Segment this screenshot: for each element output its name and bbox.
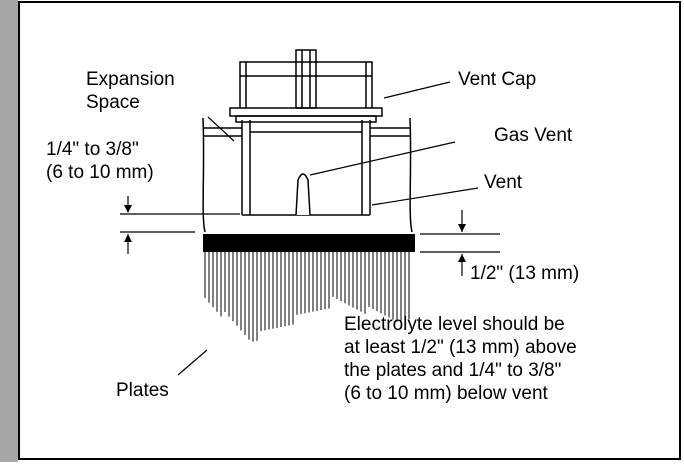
note-line-2: at least 1/2" (13 mm) above [344,337,577,358]
vent-cap [229,49,383,123]
vent-label: Vent [484,172,523,193]
note-line-4: (6 to 10 mm) below vent [344,383,549,404]
gap-label-1: 1/4" to 3/8" [46,139,139,160]
note-line-3: the plates and 1/4" to 3/8" [344,360,561,381]
level-arrow-up [458,254,466,262]
gap-arrow-down [124,205,132,213]
gap-arrow-up [124,234,132,242]
level-arrow-down [458,224,466,232]
level-dimension-label: 1/2" (13 mm) [470,263,579,284]
expansion-space-label-1: Expansion [86,69,175,90]
side-bar [0,0,18,462]
expansion-space-label-2: Space [86,92,140,113]
plates [204,252,410,342]
gas-vent-tube [295,173,311,216]
diagram-frame [18,1,681,460]
note-line-1: Electrolyte level should be [344,314,565,335]
leader-lines [177,81,479,376]
gap-label-2: (6 to 10 mm) [46,162,154,183]
battery-case [202,117,413,233]
vent-cap-label: Vent Cap [458,69,536,90]
cell-cover [203,127,410,137]
electrolyte-band [203,234,415,252]
gas-vent-label: Gas Vent [494,125,573,146]
plates-label: Plates [116,380,169,401]
